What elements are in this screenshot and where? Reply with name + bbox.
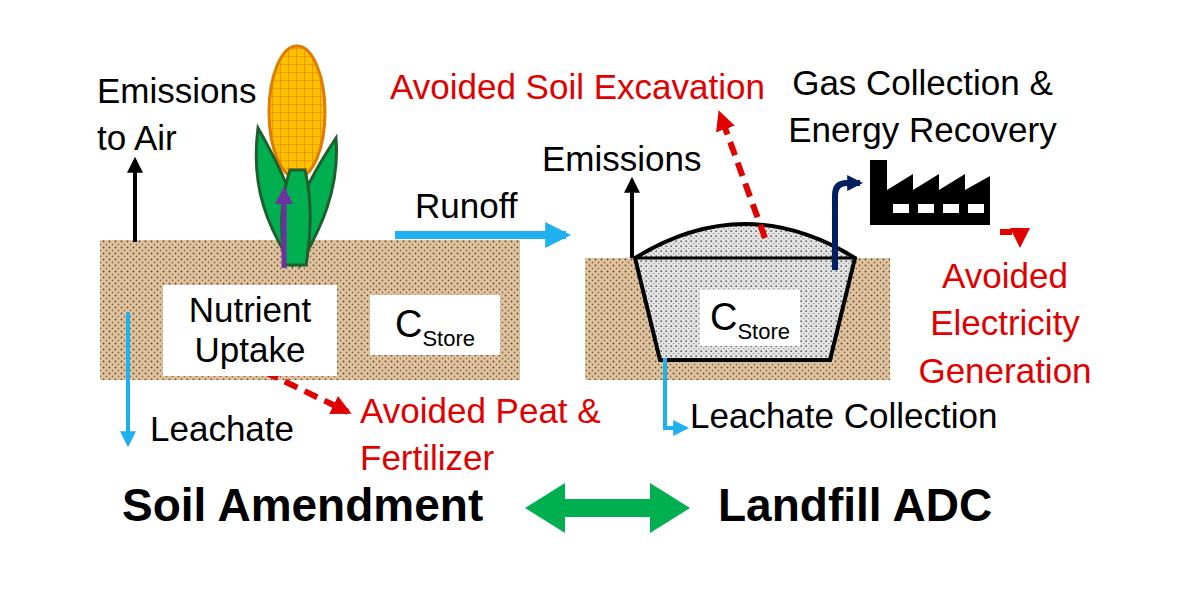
avoided-label: Avoided Electricity Generation (912, 252, 1098, 394)
runoff-arrow (395, 231, 566, 239)
corn-plant (256, 46, 336, 265)
soil-block (100, 240, 520, 380)
subscript-text: Store (737, 319, 790, 344)
emission-arrow (133, 160, 137, 242)
node-text: C (395, 303, 422, 345)
text-group: CStore (395, 303, 475, 347)
avoided-arrow (265, 372, 348, 412)
carbon-store-box: CStore (700, 290, 800, 346)
emission-arrow (630, 180, 634, 258)
process-box: Nutrient Uptake (163, 285, 337, 376)
uptake-arrow (282, 190, 287, 268)
avoided-arrow (720, 114, 765, 238)
process-label: Gas Collection & Energy Recovery (780, 59, 1065, 154)
node-text: C (710, 296, 737, 338)
flow-label: Emissions to Air (97, 67, 272, 162)
flow-label: Emissions (542, 135, 701, 182)
leachate-collection-arrow (665, 358, 686, 428)
power-plant-icon (870, 160, 990, 225)
node-text: Nutrient Uptake (189, 290, 312, 369)
leachate-arrow (126, 312, 130, 444)
carbon-store-box: CStore (370, 295, 500, 355)
landfill-cell (635, 224, 855, 360)
text-group: Nutrient Uptake (169, 290, 331, 371)
scenario-title: Landfill ADC (718, 478, 992, 533)
flow-label: Runoff (415, 182, 518, 229)
scenario-title: Soil Amendment (122, 478, 483, 533)
gas-pipe-arrow (835, 183, 860, 270)
subscript-text: Store (422, 326, 475, 351)
comparison-arrow (525, 483, 690, 533)
avoided-arrow (1000, 232, 1020, 244)
landfill-cover-line (635, 257, 855, 260)
text-group: CStore (710, 296, 790, 340)
avoided-label: Avoided Soil Excavation (390, 63, 765, 110)
avoided-label: Avoided Peat & Fertilizer (360, 387, 630, 482)
flow-label: Leachate Collection (690, 392, 997, 439)
flow-label: Leachate (150, 405, 294, 452)
